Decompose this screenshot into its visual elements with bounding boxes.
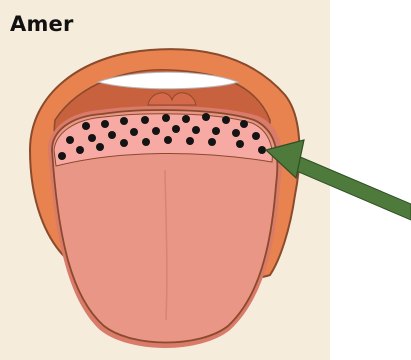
taste-bud-dot <box>232 129 240 137</box>
arrow-shaft <box>294 156 411 220</box>
taste-bud-dot <box>142 138 150 146</box>
taste-bud-dot <box>66 136 74 144</box>
taste-bud-dot <box>76 146 84 154</box>
taste-bud-dot <box>164 136 172 144</box>
taste-bud-dot <box>130 128 138 136</box>
taste-bud-dot <box>222 116 230 124</box>
taste-bud-dot <box>240 120 248 128</box>
taste-bud-dot <box>202 113 210 121</box>
taste-bud-dot <box>141 116 149 124</box>
taste-bud-dot <box>236 140 244 148</box>
taste-bud-dot <box>182 115 190 123</box>
taste-bud-dot <box>258 146 266 154</box>
taste-bud-dot <box>212 127 220 135</box>
taste-bud-dot <box>120 139 128 147</box>
taste-bud-dot <box>101 120 109 128</box>
taste-bud-dot <box>192 126 200 134</box>
taste-bud-dot <box>96 143 104 151</box>
taste-bud-dot <box>88 134 96 142</box>
taste-bud-dot <box>186 137 194 145</box>
taste-bud-dot <box>82 122 90 130</box>
taste-bud-dot <box>252 132 260 140</box>
taste-bud-dot <box>108 131 116 139</box>
taste-bud-dot <box>120 117 128 125</box>
taste-bud-dot <box>208 138 216 146</box>
taste-bud-dot <box>58 152 66 160</box>
taste-bud-dot <box>172 125 180 133</box>
taste-bud-dot <box>152 127 160 135</box>
taste-bud-dot <box>162 114 170 122</box>
